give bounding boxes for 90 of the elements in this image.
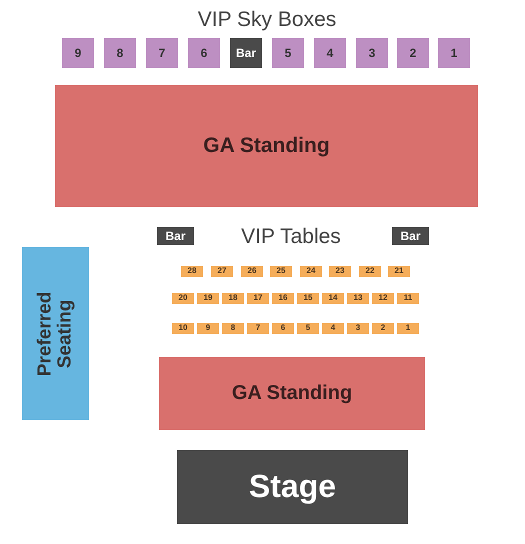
bar-area — [230, 38, 262, 68]
table-seat — [372, 293, 394, 304]
section-label: 26 — [248, 267, 256, 276]
table-seat — [300, 266, 322, 277]
sky-box — [62, 38, 94, 68]
section-label: 6 — [200, 46, 208, 60]
section-label: Bar — [400, 230, 420, 242]
table-seat — [172, 293, 194, 304]
section-label: 22 — [366, 267, 374, 276]
bar-area — [392, 227, 429, 245]
section-label: 11 — [404, 294, 412, 303]
section-label: 15 — [304, 294, 312, 303]
sky-box — [314, 38, 346, 68]
stage-area — [177, 450, 408, 524]
section-label: Bar — [236, 46, 256, 60]
section-label: 1 — [406, 324, 410, 333]
table-seat — [372, 323, 394, 334]
section-label: 20 — [178, 294, 188, 303]
section-label: 3 — [356, 324, 360, 333]
section-label: 9 — [206, 324, 210, 333]
standing-area — [55, 85, 478, 207]
section-label: 16 — [278, 294, 288, 303]
table-seat — [297, 323, 319, 334]
table-seat — [329, 266, 351, 277]
sky-box — [397, 38, 429, 68]
table-seat — [211, 266, 233, 277]
section-label: 10 — [178, 324, 188, 333]
section-label: 13 — [354, 294, 362, 303]
table-seat — [181, 266, 203, 277]
section-label: 9 — [74, 46, 82, 60]
table-seat — [172, 323, 194, 334]
section-label: 3 — [368, 46, 376, 60]
heading: VIP Tables — [241, 225, 341, 249]
section-label: GA Standing — [203, 134, 330, 158]
section-label: 1 — [450, 46, 458, 60]
bar-area — [157, 227, 194, 245]
table-seat — [347, 293, 369, 304]
section-label: 27 — [218, 267, 226, 276]
section-label: Bar — [165, 230, 186, 242]
table-seat — [241, 266, 263, 277]
table-seat — [222, 323, 244, 334]
section-label: 25 — [276, 267, 286, 276]
standing-area — [159, 357, 425, 430]
table-seat — [270, 266, 292, 277]
sky-box — [188, 38, 220, 68]
table-seat — [247, 293, 269, 304]
table-seat — [322, 293, 344, 304]
section-label: 19 — [204, 294, 212, 303]
sky-box — [146, 38, 178, 68]
sky-box — [356, 38, 388, 68]
table-seat — [197, 293, 219, 304]
sky-box — [438, 38, 470, 68]
section-label: Stage — [248, 470, 336, 504]
table-seat — [388, 266, 410, 277]
section-label: 8 — [116, 46, 124, 60]
section-label: 28 — [188, 267, 196, 276]
table-seat — [347, 323, 369, 334]
section-label: 4 — [330, 324, 336, 333]
table-seat — [247, 323, 269, 334]
sky-box — [104, 38, 136, 68]
heading: VIP Sky Boxes — [198, 8, 336, 32]
table-seat — [397, 323, 419, 334]
section-label: 14 — [328, 294, 338, 303]
table-seat — [197, 323, 219, 334]
section-label: 5 — [306, 324, 310, 333]
table-seat — [322, 323, 344, 334]
section-label: 8 — [230, 324, 236, 333]
table-seat — [397, 293, 419, 304]
section-label: 2 — [410, 46, 416, 60]
section-label: 7 — [158, 46, 166, 60]
section-label: 5 — [284, 46, 292, 60]
section-label: 24 — [306, 267, 316, 276]
section-label: 18 — [228, 294, 238, 303]
table-seat — [359, 266, 381, 277]
seating-section — [22, 247, 89, 420]
section-label: 6 — [280, 324, 286, 333]
section-label: 23 — [336, 267, 344, 276]
table-seat — [272, 323, 294, 334]
table-seat — [272, 293, 294, 304]
section-label: 12 — [378, 294, 388, 303]
table-seat — [222, 293, 244, 304]
table-seat — [297, 293, 319, 304]
section-label: 17 — [254, 294, 262, 303]
section-label: 7 — [256, 324, 260, 333]
sky-box — [272, 38, 304, 68]
section-label: Preferred Seating — [36, 291, 76, 376]
section-label: 2 — [380, 324, 386, 333]
section-label: 21 — [394, 267, 404, 276]
section-label: GA Standing — [232, 383, 352, 404]
section-label: 4 — [326, 46, 334, 60]
